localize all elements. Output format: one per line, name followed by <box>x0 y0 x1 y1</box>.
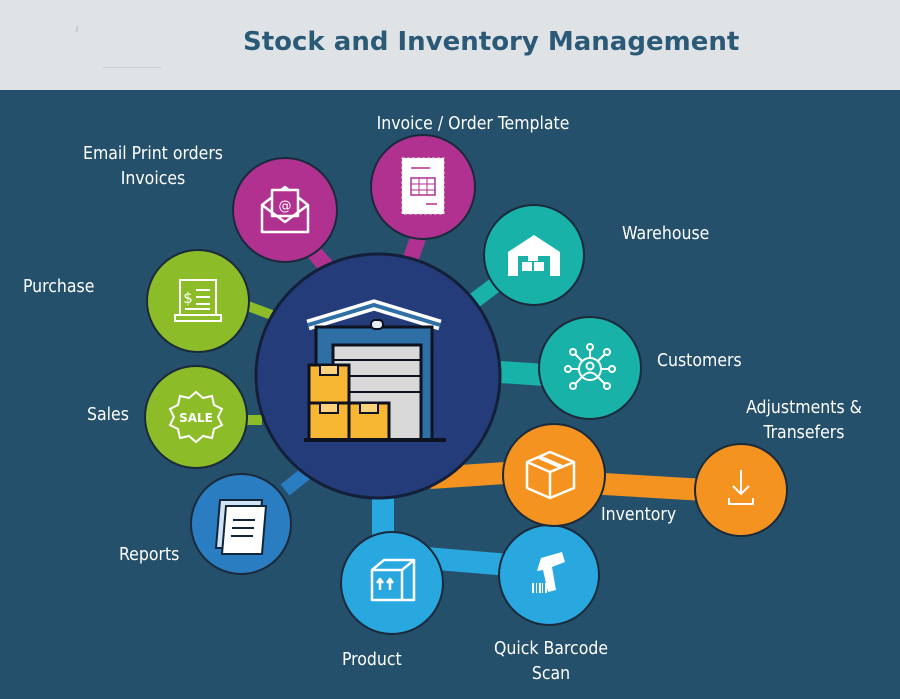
node-customers[interactable] <box>538 316 642 420</box>
node-barcode[interactable] <box>498 524 600 626</box>
node-invoice-template[interactable] <box>370 134 476 240</box>
package-icon <box>525 450 576 500</box>
label-email-print-1: Email Print orders <box>82 144 224 164</box>
download-tray-icon <box>728 470 754 505</box>
label-barcode-2: Scan <box>531 664 571 684</box>
dollar-symbol: $ <box>183 289 193 307</box>
header-bar: Stock and Inventory Management <box>0 0 900 90</box>
invoice-icon <box>401 157 445 215</box>
label-email-print-2: Invoices <box>120 169 186 189</box>
sale-badge-icon: SALE <box>168 390 224 444</box>
label-purchase: Purchase <box>23 277 95 297</box>
label-reports: Reports <box>119 545 180 565</box>
warehouse-hub-icon <box>304 299 446 442</box>
node-reports[interactable] <box>190 473 292 575</box>
connector-barcode <box>424 547 511 576</box>
label-customers: Customers <box>657 351 742 371</box>
node-product[interactable] <box>340 531 444 635</box>
label-inventory: Inventory <box>601 505 677 525</box>
warehouse-icon <box>508 235 560 276</box>
at-symbol: @ <box>279 199 292 214</box>
node-purchase[interactable]: $ <box>146 249 250 353</box>
sale-text: SALE <box>179 411 213 425</box>
node-inventory[interactable] <box>502 423 606 527</box>
node-adjustments[interactable] <box>694 443 788 537</box>
box-icon <box>370 558 416 602</box>
node-email-print[interactable]: @ <box>232 157 338 263</box>
node-warehouse[interactable] <box>483 204 585 306</box>
page-title: Stock and Inventory Management <box>243 27 740 57</box>
label-warehouse: Warehouse <box>622 224 710 244</box>
report-icon <box>214 499 268 555</box>
label-barcode-1: Quick Barcode <box>493 639 609 659</box>
node-sales[interactable]: SALE <box>144 365 248 469</box>
label-product: Product <box>342 650 402 670</box>
label-invoice-template: Invoice / Order Template <box>376 114 570 134</box>
barcode-scanner-icon <box>532 552 565 593</box>
hub-node <box>254 252 502 500</box>
label-adjustments-1: Adjustments & <box>746 398 862 418</box>
network-icon <box>564 343 616 390</box>
label-adjustments-2: Transefers <box>763 423 845 443</box>
faint-logo-dot <box>76 26 78 32</box>
envelope-icon: @ <box>260 185 310 234</box>
connector-customers <box>499 361 546 386</box>
receipt-icon: $ <box>174 279 222 322</box>
faint-logo-mark <box>103 67 161 68</box>
label-sales: Sales <box>87 405 129 425</box>
